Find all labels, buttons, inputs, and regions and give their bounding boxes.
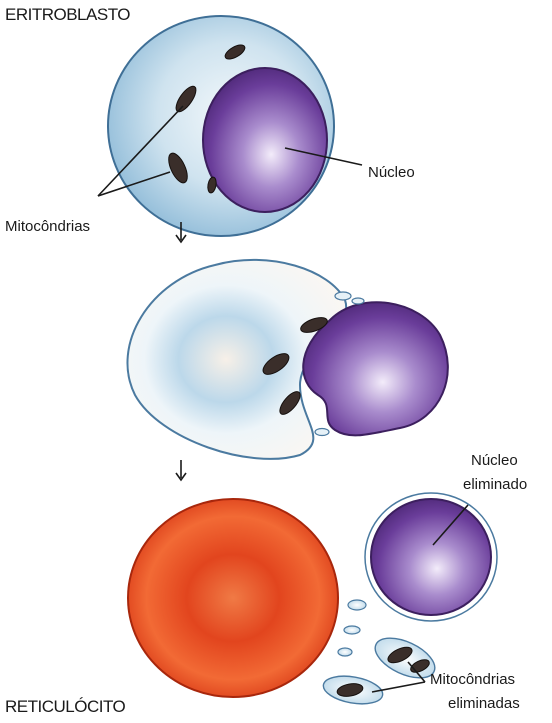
reticulocyte-cell [128, 499, 338, 697]
eliminated-mito-leader-line-b [372, 682, 425, 692]
label-mitocondrias: Mitocôndrias [5, 218, 90, 235]
label-mitocondrias-eliminadas-2: eliminadas [448, 695, 520, 712]
stage-arrow-2 [176, 460, 186, 480]
label-nucleo-eliminado-1: Núcleo [471, 452, 518, 469]
label-mitocondrias-eliminadas-1: Mitocôndrias [430, 671, 515, 688]
label-nucleo-eliminado-2: eliminado [463, 476, 527, 493]
label-eritroblasto: ERITROBLASTO [5, 5, 130, 24]
erythroblast-cell [108, 16, 334, 236]
enucleating-cell [127, 260, 447, 459]
label-reticulocito: RETICULÓCITO [5, 697, 126, 716]
label-nucleo: Núcleo [368, 164, 415, 181]
expelled-nucleus [371, 499, 491, 615]
erythroblast-nucleus [203, 68, 327, 212]
